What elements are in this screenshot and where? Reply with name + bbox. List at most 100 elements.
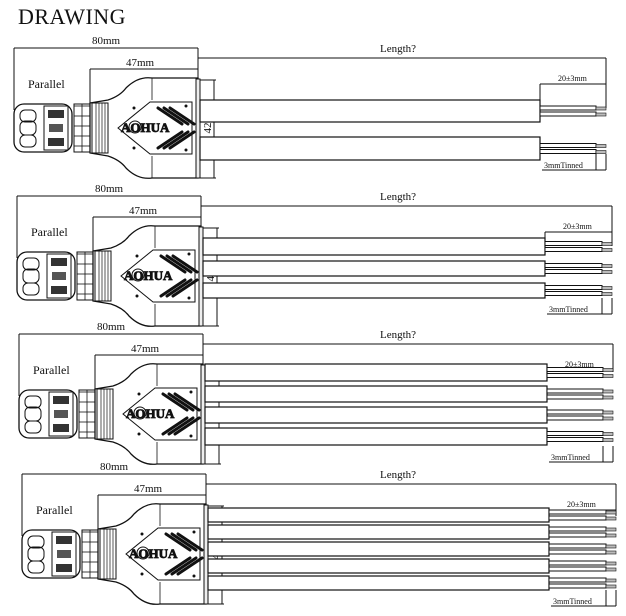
nut-grip	[19, 134, 37, 148]
cable-jacket	[199, 136, 541, 161]
cable-1	[204, 363, 614, 382]
grip-ridge	[173, 416, 201, 436]
grip-ridge	[161, 416, 189, 436]
tinned-tip	[601, 264, 613, 268]
dim-80mm-label: 80mm	[92, 35, 121, 47]
conductor-insulation	[546, 415, 604, 421]
cable-1	[199, 99, 607, 123]
dim-47mm-label: 47mm	[129, 205, 158, 217]
plug-logo-icon	[54, 410, 68, 418]
cable-2	[202, 260, 613, 277]
body-dot	[184, 148, 188, 152]
grip-ridge	[167, 416, 195, 436]
connector-panel-3: 80mm47mmParallelAOHUA42Length?20±3mm3mmT…	[18, 321, 614, 465]
body-panel	[117, 101, 193, 155]
cable-3	[204, 406, 614, 424]
grip-ridge	[162, 130, 190, 150]
tinned-tip	[602, 438, 614, 442]
tinned-tip	[605, 544, 617, 549]
tinned-label: 3mmTinned	[553, 597, 592, 606]
grip-ridge	[176, 556, 204, 576]
tinned-tip	[605, 533, 617, 538]
grip-ridge	[164, 532, 192, 552]
conductor-insulation	[548, 577, 607, 583]
grip-ridge	[164, 556, 192, 576]
conductor-insulation	[544, 291, 603, 296]
tinned-tip	[601, 270, 613, 274]
conductor-insulation	[548, 583, 607, 589]
brand-logo: AOHUA	[129, 546, 178, 561]
cable-1	[202, 237, 613, 256]
tinned-tip	[605, 584, 617, 589]
strip-length-label: 20±3mm	[567, 500, 597, 509]
conductor-insulation	[539, 143, 597, 148]
conductor-insulation	[546, 437, 604, 442]
tinned-tip	[595, 112, 607, 117]
conductor-insulation	[539, 111, 597, 117]
grip-ridge	[159, 254, 187, 274]
sleeve-slot	[56, 564, 72, 572]
conductor-insulation	[546, 388, 604, 394]
tinned-label: 3mmTinned	[544, 161, 583, 170]
nut-grip	[22, 257, 40, 271]
nut-grip	[24, 395, 42, 409]
cable-1	[207, 507, 617, 523]
tinned-tip	[602, 389, 614, 394]
tinned-label: 3mmTinned	[551, 453, 590, 462]
lightning-logo-icon	[128, 120, 142, 134]
length-label: Length?	[380, 469, 416, 481]
cable-jacket	[204, 427, 548, 446]
parallel-label: Parallel	[33, 363, 70, 377]
length-label: Length?	[380, 191, 416, 203]
body-dot	[192, 530, 196, 534]
tinned-tip	[601, 242, 613, 246]
cable-jacket	[207, 507, 550, 523]
conductor-insulation	[546, 367, 604, 372]
nut-grip	[24, 420, 42, 434]
body-collar	[96, 388, 114, 440]
nut-grip	[27, 535, 45, 549]
cable-2	[207, 524, 617, 540]
cable-4	[204, 427, 614, 446]
cable-jacket	[202, 237, 546, 256]
cable-jacket	[202, 282, 546, 299]
conductor-insulation	[539, 105, 597, 111]
tinned-tip	[602, 374, 614, 378]
sleeve-slot	[48, 138, 64, 146]
cable-jacket	[202, 260, 546, 277]
cable-2	[204, 385, 614, 403]
length-label: Length?	[380, 329, 416, 341]
body-dot	[135, 294, 139, 298]
grip-ridge	[168, 106, 196, 126]
sleeve-slot	[53, 424, 69, 432]
sleeve-slot	[56, 536, 72, 544]
drawing-title: DRAWING	[18, 4, 127, 29]
conductor-insulation	[539, 149, 597, 154]
tinned-tip	[602, 368, 614, 372]
body-dot	[137, 392, 141, 396]
body-dot	[187, 296, 191, 300]
conductor-insulation	[548, 532, 607, 538]
conductor-insulation	[548, 509, 607, 515]
dim-80mm-label: 80mm	[100, 461, 129, 473]
sleeve-slot	[51, 286, 67, 294]
tinned-tip	[595, 144, 607, 148]
grip-ridge	[162, 106, 190, 126]
cable-jacket	[207, 524, 550, 540]
conductor-insulation	[544, 263, 603, 268]
brand-logo: AOHUA	[126, 406, 175, 421]
nut-grip	[22, 282, 40, 296]
sleeve-slot	[53, 396, 69, 404]
cable-jacket	[204, 385, 548, 403]
grip-ridge	[170, 556, 198, 576]
tinned-tip	[601, 286, 613, 290]
tinned-tip	[602, 410, 614, 415]
brand-logo: AOHUA	[124, 268, 173, 283]
body-dot	[192, 574, 196, 578]
body-dot	[132, 106, 136, 110]
body-collar	[94, 250, 112, 302]
cable-3	[207, 541, 617, 557]
body-dot	[184, 104, 188, 108]
